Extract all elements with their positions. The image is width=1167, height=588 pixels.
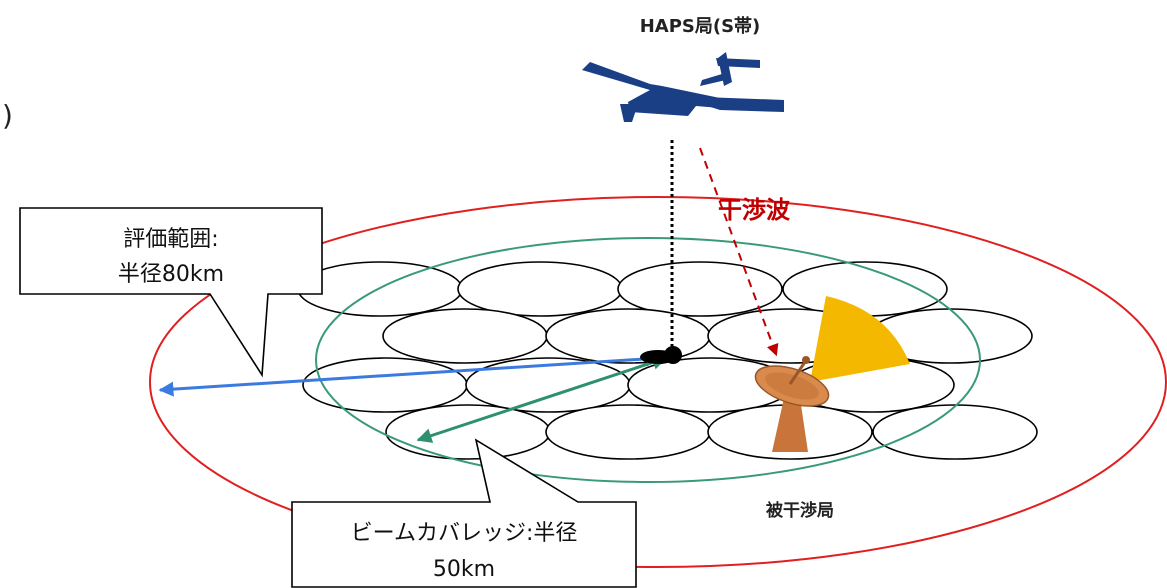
beam-radius-arrow	[416, 355, 668, 443]
victim-station-label: 被干渉局	[766, 500, 834, 521]
center-point-dot	[664, 346, 682, 364]
beam-callout-line1: ビームカバレッジ:半径	[351, 521, 578, 546]
beam-cell	[302, 357, 468, 413]
beam-callout-line2: 50km	[433, 557, 495, 582]
beam-cell	[457, 261, 623, 317]
beam-cell	[617, 261, 783, 317]
eval-callout-line1: 評価範囲:	[123, 227, 218, 252]
victim-dish-icon	[754, 356, 830, 452]
beam-cell	[545, 404, 711, 460]
haps-station-label: HAPS局(S帯)	[640, 15, 761, 37]
beam-coverage-callout: ビームカバレッジ:半径 50km	[291, 438, 637, 588]
beam-sector-icon	[810, 296, 910, 382]
edge-paren-text: )	[2, 99, 13, 132]
interference-wave-label: 干渉波	[718, 196, 791, 224]
beam-cell	[382, 308, 548, 364]
evaluation-range-circle	[149, 196, 1167, 568]
beam-cell	[385, 404, 551, 460]
interference-arrow	[699, 147, 779, 357]
beam-cell	[545, 308, 711, 364]
haps-aircraft-icon	[582, 52, 784, 122]
beam-cell	[872, 404, 1038, 460]
beam-cell	[782, 261, 948, 317]
eval-callout-line2: 半径80km	[118, 262, 224, 287]
eval-range-callout: 評価範囲: 半径80km	[19, 207, 323, 378]
